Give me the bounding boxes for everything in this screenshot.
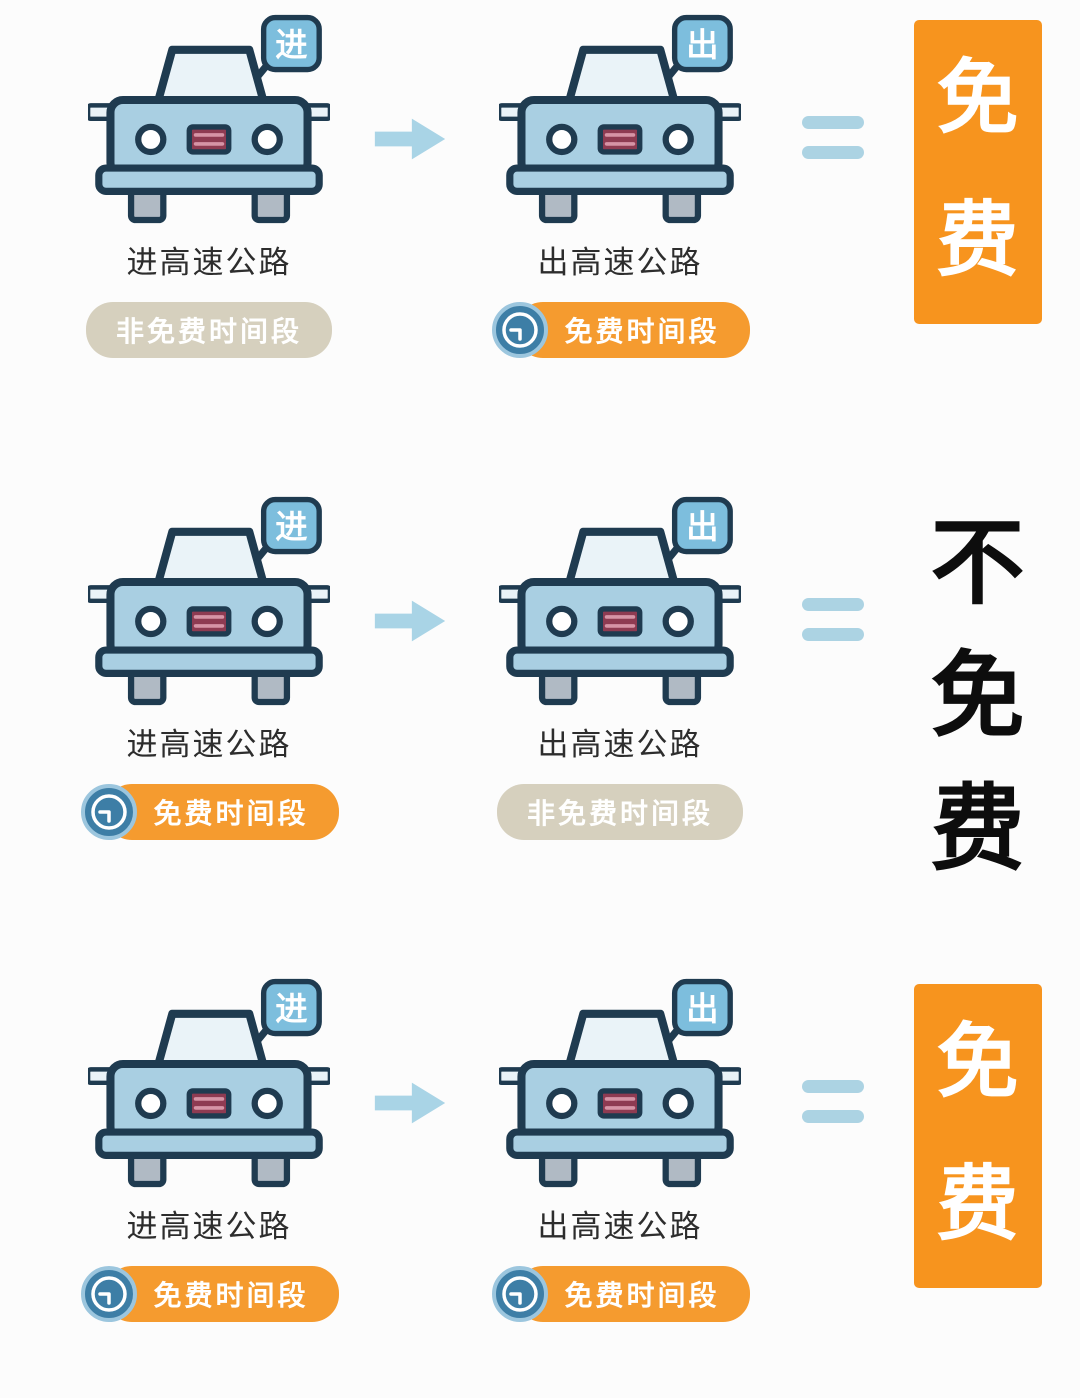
time-badge-text: 免费时间段 [105, 784, 339, 840]
exit-label: 出高速公路 [537, 1209, 703, 1244]
row3-exit-cell: 出 出高速公路 免费时间段 [450, 978, 790, 1324]
row1-exit-cell: 出 出高速公路 免费时间段 [450, 14, 790, 360]
equals-icon [801, 116, 864, 159]
exit-car-group: 出 出高速公路 非免费时间段 [496, 496, 743, 842]
row3-enter-cell: 进 进高速公路 免费时间段 [0, 978, 370, 1324]
result-not-free-text: 不免费 [930, 510, 1025, 881]
car-front-icon: 出 [499, 14, 741, 229]
enter-sign-badge: 进 [275, 27, 307, 63]
exit-label: 出高速公路 [537, 245, 703, 280]
clock-icon [81, 784, 138, 840]
car-front-icon: 进 [88, 14, 330, 229]
enter-label: 进高速公路 [126, 1209, 292, 1244]
result-free-box: 免费 [913, 984, 1042, 1288]
time-badge-text: 免费时间段 [516, 302, 750, 358]
enter-sign-badge: 进 [275, 991, 307, 1027]
infographic: 进 进高速公路 非免费时间段 出 出高速公路 免费时间段 [0, 0, 1080, 1364]
exit-time-badge: 非免费时间段 [496, 782, 743, 842]
enter-car-group: 进 进高速公路 免费时间段 [79, 978, 339, 1324]
row3-equals-cell [790, 1080, 875, 1123]
car-front-icon: 进 [88, 496, 330, 711]
exit-car-group: 出 出高速公路 免费时间段 [490, 14, 750, 360]
enter-sign-badge: 进 [275, 509, 307, 545]
enter-car-group: 进 进高速公路 非免费时间段 [85, 14, 332, 360]
clock-icon [81, 1266, 138, 1322]
right-arrow-icon [374, 118, 446, 160]
row2-enter-cell: 进 进高速公路 免费时间段 [0, 496, 370, 842]
result-free-box: 免费 [913, 20, 1042, 324]
time-badge-text: 非免费时间段 [85, 302, 332, 358]
time-badge-text: 免费时间段 [516, 1266, 750, 1322]
exit-time-badge: 免费时间段 [490, 300, 750, 360]
rule-row-3: 进 进高速公路 免费时间段 出 出高速公路 免费时间 [0, 978, 1080, 1364]
row2-result-cell: 不免费 [875, 496, 1080, 895]
enter-label: 进高速公路 [126, 245, 292, 280]
car-front-icon: 进 [88, 978, 330, 1193]
exit-time-badge: 免费时间段 [490, 1264, 750, 1324]
row3-result-cell: 免费 [875, 978, 1080, 1288]
time-badge-text: 非免费时间段 [496, 784, 743, 840]
exit-car-group: 出 出高速公路 免费时间段 [490, 978, 750, 1324]
right-arrow-icon [374, 600, 446, 642]
car-front-icon: 出 [499, 978, 741, 1193]
row1-enter-cell: 进 进高速公路 非免费时间段 [0, 14, 370, 360]
exit-sign-badge: 出 [686, 991, 718, 1027]
rule-row-1: 进 进高速公路 非免费时间段 出 出高速公路 免费时间段 [0, 14, 1080, 400]
row1-equals-cell [790, 116, 875, 159]
row2-arrow-cell [370, 595, 450, 647]
row1-arrow-cell [370, 113, 450, 165]
clock-icon [492, 302, 549, 358]
exit-label: 出高速公路 [537, 727, 703, 762]
enter-time-badge: 免费时间段 [79, 1264, 339, 1324]
row3-arrow-cell [370, 1077, 450, 1129]
enter-label: 进高速公路 [126, 727, 292, 762]
rule-row-2: 进 进高速公路 免费时间段 出 出高速公路 非免费时间段 [0, 496, 1080, 882]
clock-icon [492, 1266, 549, 1322]
row2-equals-cell [790, 598, 875, 641]
exit-sign-badge: 出 [686, 509, 718, 545]
row2-exit-cell: 出 出高速公路 非免费时间段 [450, 496, 790, 842]
enter-car-group: 进 进高速公路 免费时间段 [79, 496, 339, 842]
right-arrow-icon [374, 1082, 446, 1124]
time-badge-text: 免费时间段 [105, 1266, 339, 1322]
equals-icon [801, 598, 864, 641]
equals-icon [801, 1080, 864, 1123]
car-front-icon: 出 [499, 496, 741, 711]
exit-sign-badge: 出 [686, 27, 718, 63]
enter-time-badge: 非免费时间段 [85, 300, 332, 360]
enter-time-badge: 免费时间段 [79, 782, 339, 842]
row1-result-cell: 免费 [875, 14, 1080, 324]
